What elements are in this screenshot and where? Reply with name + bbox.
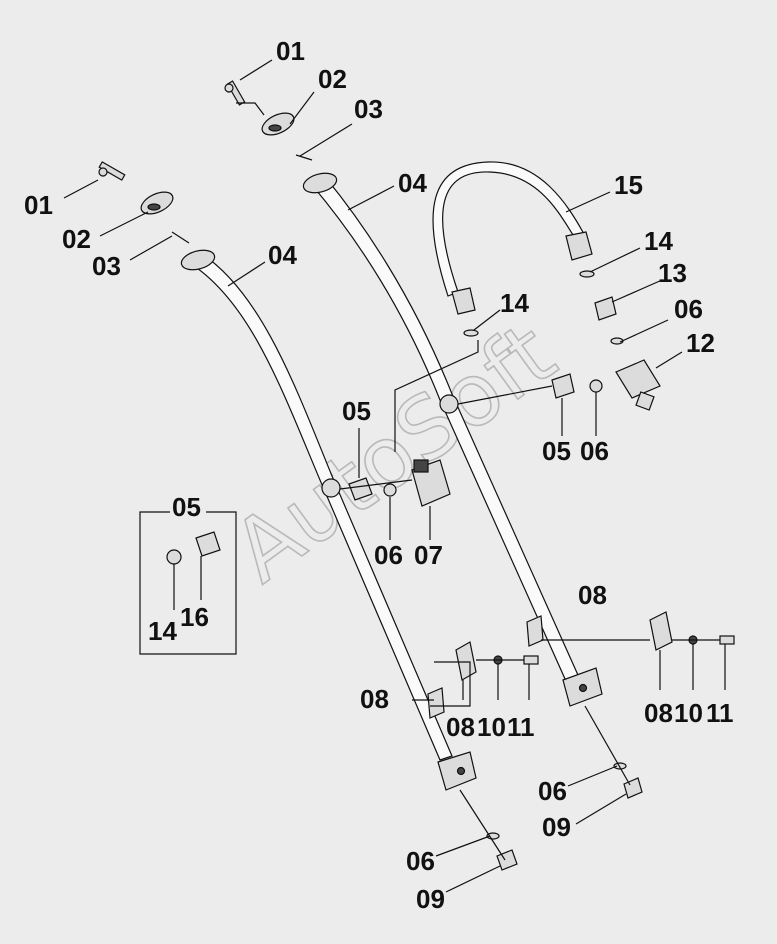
hose-end-left — [451, 287, 476, 315]
callout-box16: 16 — [180, 602, 209, 632]
oring-part-h06 — [613, 762, 627, 770]
callout-h09: 09 — [542, 812, 571, 842]
callout-d14b: 14 — [500, 288, 529, 318]
hose-part-15 — [432, 161, 585, 297]
tee-fitting-right — [439, 394, 459, 414]
oring-part-a03 — [171, 231, 190, 244]
clamp-bracket-right — [526, 615, 544, 647]
bolt-part-e11 — [523, 655, 539, 665]
mounting-block-left — [437, 751, 477, 791]
bolt-part-f11 — [719, 635, 735, 645]
callout-c05: 05 — [342, 396, 371, 426]
callout-h06: 06 — [538, 776, 567, 806]
tee-fitting-left — [321, 478, 341, 498]
adapter-part-d13 — [594, 296, 617, 321]
callout-d12: 12 — [686, 328, 715, 358]
callout-b03: 03 — [354, 94, 383, 124]
block-part-c07 — [411, 459, 451, 507]
callout-box05: 05 — [172, 492, 201, 522]
clamp-hardware-right — [541, 611, 735, 690]
tube-end-flange-a — [180, 249, 216, 271]
fitting-part-d05 — [551, 373, 575, 399]
callout-g06: 06 — [406, 846, 435, 876]
oring-part-d14a — [579, 270, 595, 278]
hose-end-right — [565, 231, 593, 261]
oring-part-d06 — [589, 379, 603, 393]
callout-f08: 08 — [578, 580, 607, 610]
right-tube-assembly — [224, 80, 643, 799]
callout-f10: 10 — [674, 698, 703, 728]
clamp-hardware-left — [430, 641, 539, 707]
callout-d05: 05 — [542, 436, 571, 466]
tube-end-flange-b — [302, 172, 338, 194]
callout-a03: 03 — [92, 251, 121, 281]
oring-part-d14b — [463, 329, 479, 337]
bolt-part-b01 — [224, 80, 246, 106]
center-fittings — [339, 373, 603, 507]
adapter-part-box16 — [195, 531, 221, 557]
callout-d15: 15 — [614, 170, 643, 200]
flange-part-b02 — [261, 112, 295, 136]
callout-box14: 14 — [148, 616, 177, 646]
callout-c06: 06 — [374, 540, 403, 570]
leader-lines — [63, 59, 683, 893]
callout-d13: 13 — [658, 258, 687, 288]
callout-c07: 07 — [414, 540, 443, 570]
callout-d14a: 14 — [644, 226, 673, 256]
oring-part-c06 — [383, 483, 397, 497]
callout-labels: 01 02 03 04 01 02 03 04 15 14 13 06 12 1… — [24, 36, 734, 914]
callout-f11: 11 — [706, 698, 734, 728]
tube-part-a04 — [186, 253, 453, 761]
mounting-block-right — [562, 667, 603, 707]
valve-part-d12 — [615, 359, 661, 411]
callout-a01: 01 — [24, 190, 53, 220]
callout-a02: 02 — [62, 224, 91, 254]
clamp-part-f08b — [649, 611, 673, 651]
oring-part-b03 — [295, 154, 313, 161]
callout-g09: 09 — [416, 884, 445, 914]
callout-e11: 11 — [507, 712, 535, 742]
plug-part-h09 — [623, 777, 643, 799]
bolt-part-a01 — [98, 161, 126, 181]
flange-part-a02 — [140, 191, 174, 215]
clamp-bracket-left — [427, 687, 445, 719]
callout-e08b: 08 — [446, 712, 475, 742]
left-tube-assembly — [98, 161, 518, 871]
callout-d06: 06 — [580, 436, 609, 466]
hose-assembly — [394, 161, 661, 452]
callout-e08: 08 — [360, 684, 389, 714]
callout-d06b: 06 — [674, 294, 703, 324]
callout-a04: 04 — [268, 240, 297, 270]
clamp-part-e08b — [455, 641, 477, 681]
oring-part-box14 — [166, 549, 182, 565]
callout-b01: 01 — [276, 36, 305, 66]
fitting-part-c05 — [348, 477, 373, 501]
callout-f08b: 08 — [644, 698, 673, 728]
callout-b04: 04 — [398, 168, 427, 198]
callout-e10: 10 — [477, 712, 506, 742]
callout-b02: 02 — [318, 64, 347, 94]
detail-box — [139, 511, 237, 655]
